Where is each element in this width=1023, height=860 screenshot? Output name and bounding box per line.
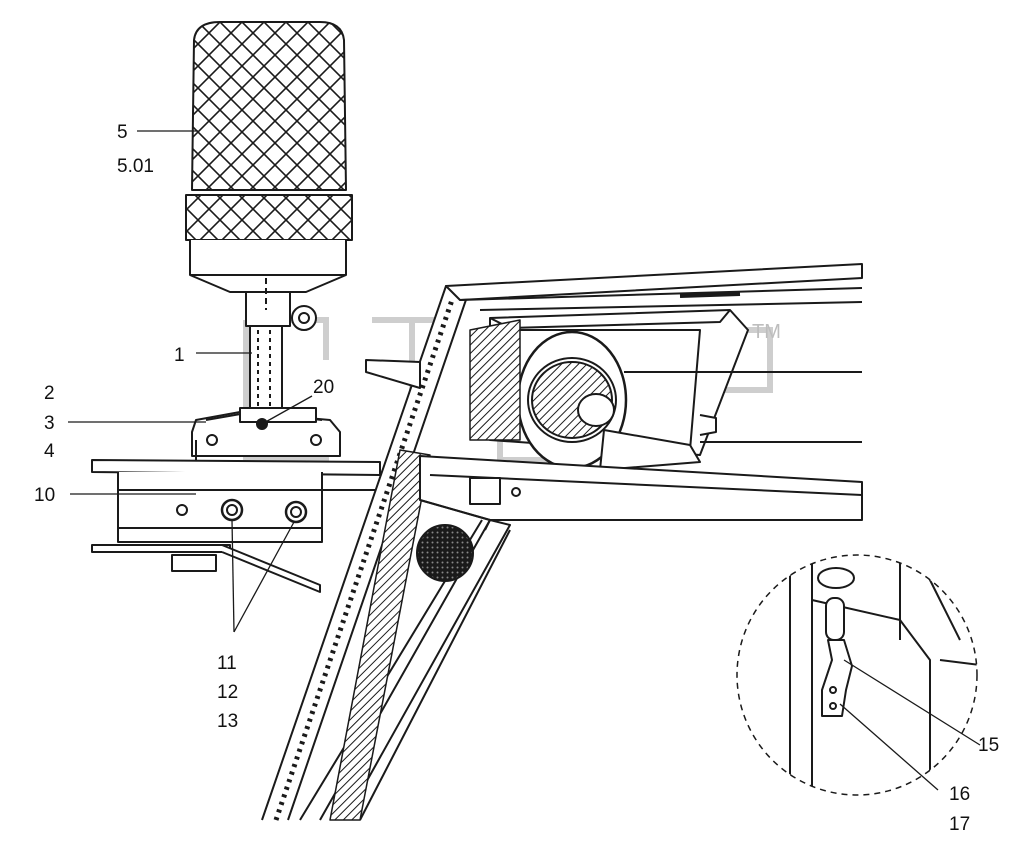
pillar	[261, 285, 511, 821]
mount-plate	[191, 407, 341, 500]
leader-11-a	[231, 519, 235, 633]
callout-20: 20	[313, 377, 334, 398]
fan-housing	[365, 309, 862, 471]
callout-11: 11	[217, 653, 237, 674]
callout-labels: 5 5.01 1 20 2 3 4 10 11 12 13 15 16 17	[34, 122, 999, 835]
watermark-trademark: TM	[752, 321, 781, 343]
filter-cap	[185, 21, 353, 293]
callout-4: 4	[44, 441, 55, 462]
leader-20	[261, 395, 313, 425]
grommet	[416, 524, 474, 582]
detail-view	[736, 554, 978, 796]
callout-10: 10	[34, 485, 55, 506]
callout-15: 15	[978, 735, 999, 756]
callout-5: 5	[117, 122, 128, 143]
lower-rail	[419, 455, 863, 531]
leader-15	[843, 659, 981, 746]
callout-13: 13	[217, 711, 238, 732]
leader-16	[839, 703, 939, 791]
callout-17: 17	[949, 814, 970, 835]
callout-12: 12	[217, 682, 238, 703]
roof-edge	[445, 263, 863, 311]
filter-stem	[245, 278, 317, 411]
frame-bracket	[91, 459, 381, 593]
callout-3: 3	[44, 413, 55, 434]
callout-16: 16	[949, 784, 970, 805]
callout-5-01: 5.01	[117, 156, 154, 177]
leader-11-b	[233, 521, 295, 633]
callout-2: 2	[44, 383, 55, 404]
drawing-lines	[91, 21, 978, 821]
callout-1: 1	[174, 345, 185, 366]
leader-lines	[68, 130, 981, 791]
